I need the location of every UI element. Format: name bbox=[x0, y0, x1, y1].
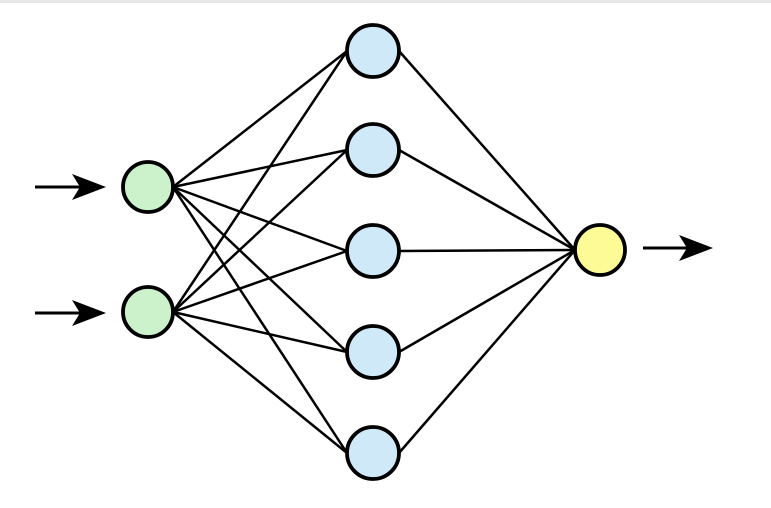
edge-input-node-1-to-hidden-node-3 bbox=[172, 185, 348, 253]
edge-hidden-node-1-to-output-node-1 bbox=[398, 50, 576, 251]
hidden-node-4 bbox=[345, 324, 401, 380]
hidden-node-2 bbox=[345, 122, 401, 178]
hidden-node-3 bbox=[345, 223, 401, 279]
output-node-1 bbox=[573, 223, 627, 277]
edge-input-node-1-to-hidden-node-4 bbox=[172, 186, 348, 353]
edge-hidden-node-2-to-output-node-1 bbox=[398, 148, 576, 252]
edge-input-node-1-to-hidden-node-1 bbox=[172, 50, 348, 188]
edge-input-node-2-to-hidden-node-1 bbox=[171, 50, 349, 313]
input-arrow-2-head bbox=[72, 300, 106, 326]
edge-input-node-2-to-hidden-node-2 bbox=[172, 149, 348, 313]
input-arrow-1-head bbox=[72, 174, 106, 200]
edge-input-node-1-to-hidden-node-5 bbox=[171, 186, 349, 454]
input-node-1 bbox=[121, 160, 175, 214]
edge-hidden-node-5-to-output-node-1 bbox=[398, 249, 576, 454]
top-border bbox=[0, 0, 771, 3]
output-arrow-head bbox=[679, 235, 713, 261]
edge-hidden-node-3-to-output-node-1 bbox=[398, 248, 576, 253]
hidden-node-5 bbox=[345, 425, 401, 481]
edge-input-node-2-to-hidden-node-4 bbox=[172, 310, 348, 354]
input-node-2 bbox=[121, 285, 175, 339]
edge-hidden-node-4-to-output-node-1 bbox=[398, 248, 576, 354]
hidden-node-1 bbox=[345, 23, 401, 79]
edge-input-node-1-to-hidden-node-2 bbox=[172, 148, 348, 189]
edge-input-node-2-to-hidden-node-3 bbox=[172, 249, 348, 314]
edge-input-node-2-to-hidden-node-5 bbox=[172, 311, 348, 454]
